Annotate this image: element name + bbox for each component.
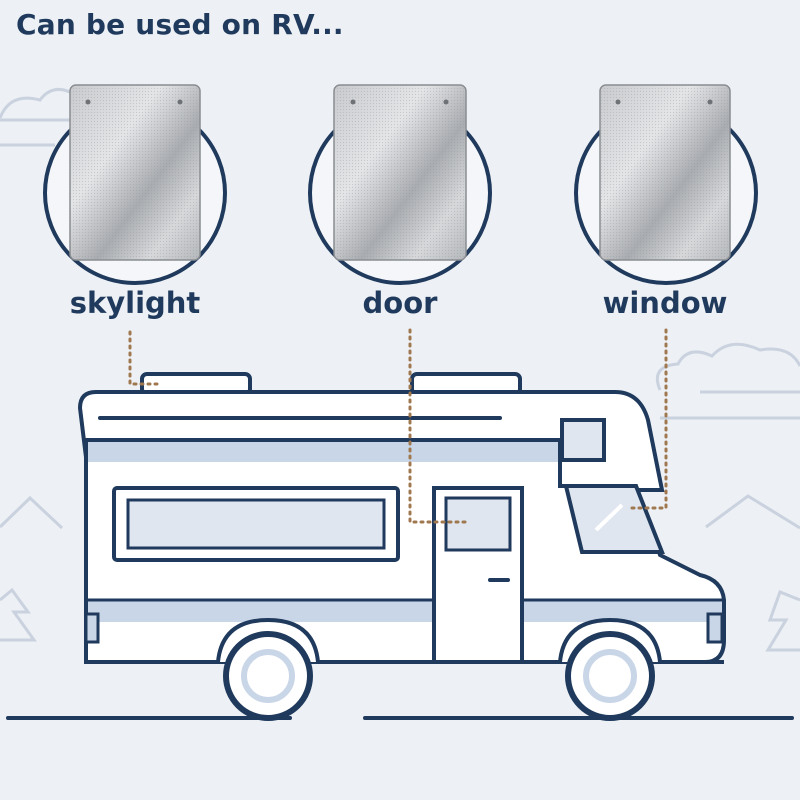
cloud-icon bbox=[655, 342, 800, 420]
label-window: window bbox=[602, 286, 728, 320]
tree-icon bbox=[0, 494, 800, 652]
headline: Can be used on RV... bbox=[16, 8, 344, 41]
door-shade-illustration bbox=[308, 84, 492, 285]
skylight-shade-illustration bbox=[43, 84, 227, 285]
leader-lines bbox=[128, 328, 668, 524]
window-shade-illustration bbox=[574, 84, 758, 285]
label-door: door bbox=[362, 286, 438, 320]
rv-motorhome-illustration bbox=[77, 372, 726, 721]
label-skylight: skylight bbox=[69, 286, 201, 320]
